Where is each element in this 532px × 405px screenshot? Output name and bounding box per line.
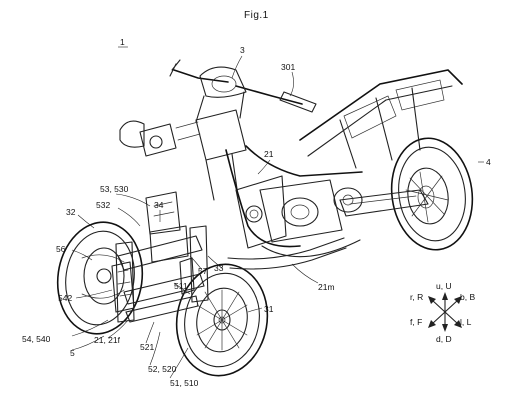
right-front-wheel — [175, 263, 269, 377]
ref-33: 33 — [214, 263, 224, 273]
dir-rear-label: r, R — [410, 292, 423, 302]
left-front-wheel — [56, 221, 144, 335]
main-frame — [195, 69, 463, 270]
leader-lines — [71, 55, 484, 379]
ref-4: 4 — [486, 157, 491, 167]
ref-511: 511 — [174, 281, 188, 291]
ref-21: 21 — [264, 149, 274, 159]
front-linkage — [111, 191, 209, 323]
ref-57: 57 — [198, 266, 208, 276]
ref-53-530: 53, 530 — [100, 184, 129, 194]
ref-52-520: 52, 520 — [148, 364, 177, 374]
ref-5: 5 — [70, 348, 75, 358]
dir-front-label: f, F — [410, 317, 422, 327]
ref-3: 3 — [240, 45, 245, 55]
dir-up-label: u, U — [436, 281, 452, 291]
ref-54-540: 54, 540 — [22, 334, 51, 344]
dir-back-label: b, B — [460, 292, 475, 302]
ref-21-21f: 21, 21f — [94, 335, 121, 345]
ref-521: 521 — [140, 342, 154, 352]
figure-title: Fig.1 — [244, 10, 269, 21]
ref-32: 32 — [66, 207, 76, 217]
ref-1: 1 — [120, 37, 125, 47]
ref-34: 34 — [154, 200, 164, 210]
ref-301: 301 — [281, 62, 295, 72]
compass-arrows-icon — [428, 292, 462, 332]
reference-labels: 1 3 301 21 4 53, 530 532 34 32 56 57 33 … — [22, 37, 491, 388]
ref-542: 542 — [58, 293, 72, 303]
ref-56: 56 — [56, 244, 66, 254]
ref-21m: 21m — [318, 282, 335, 292]
ref-51-510: 51, 510 — [170, 378, 199, 388]
rear-wheel — [390, 137, 474, 251]
ref-532: 532 — [96, 200, 110, 210]
handlebar — [119, 59, 317, 157]
ref-31: 31 — [264, 304, 274, 314]
dir-down-label: d, D — [436, 334, 452, 344]
direction-compass: u, U r, R b, B f, F l, L d, D — [410, 281, 475, 344]
dir-left-label: l, L — [460, 317, 472, 327]
